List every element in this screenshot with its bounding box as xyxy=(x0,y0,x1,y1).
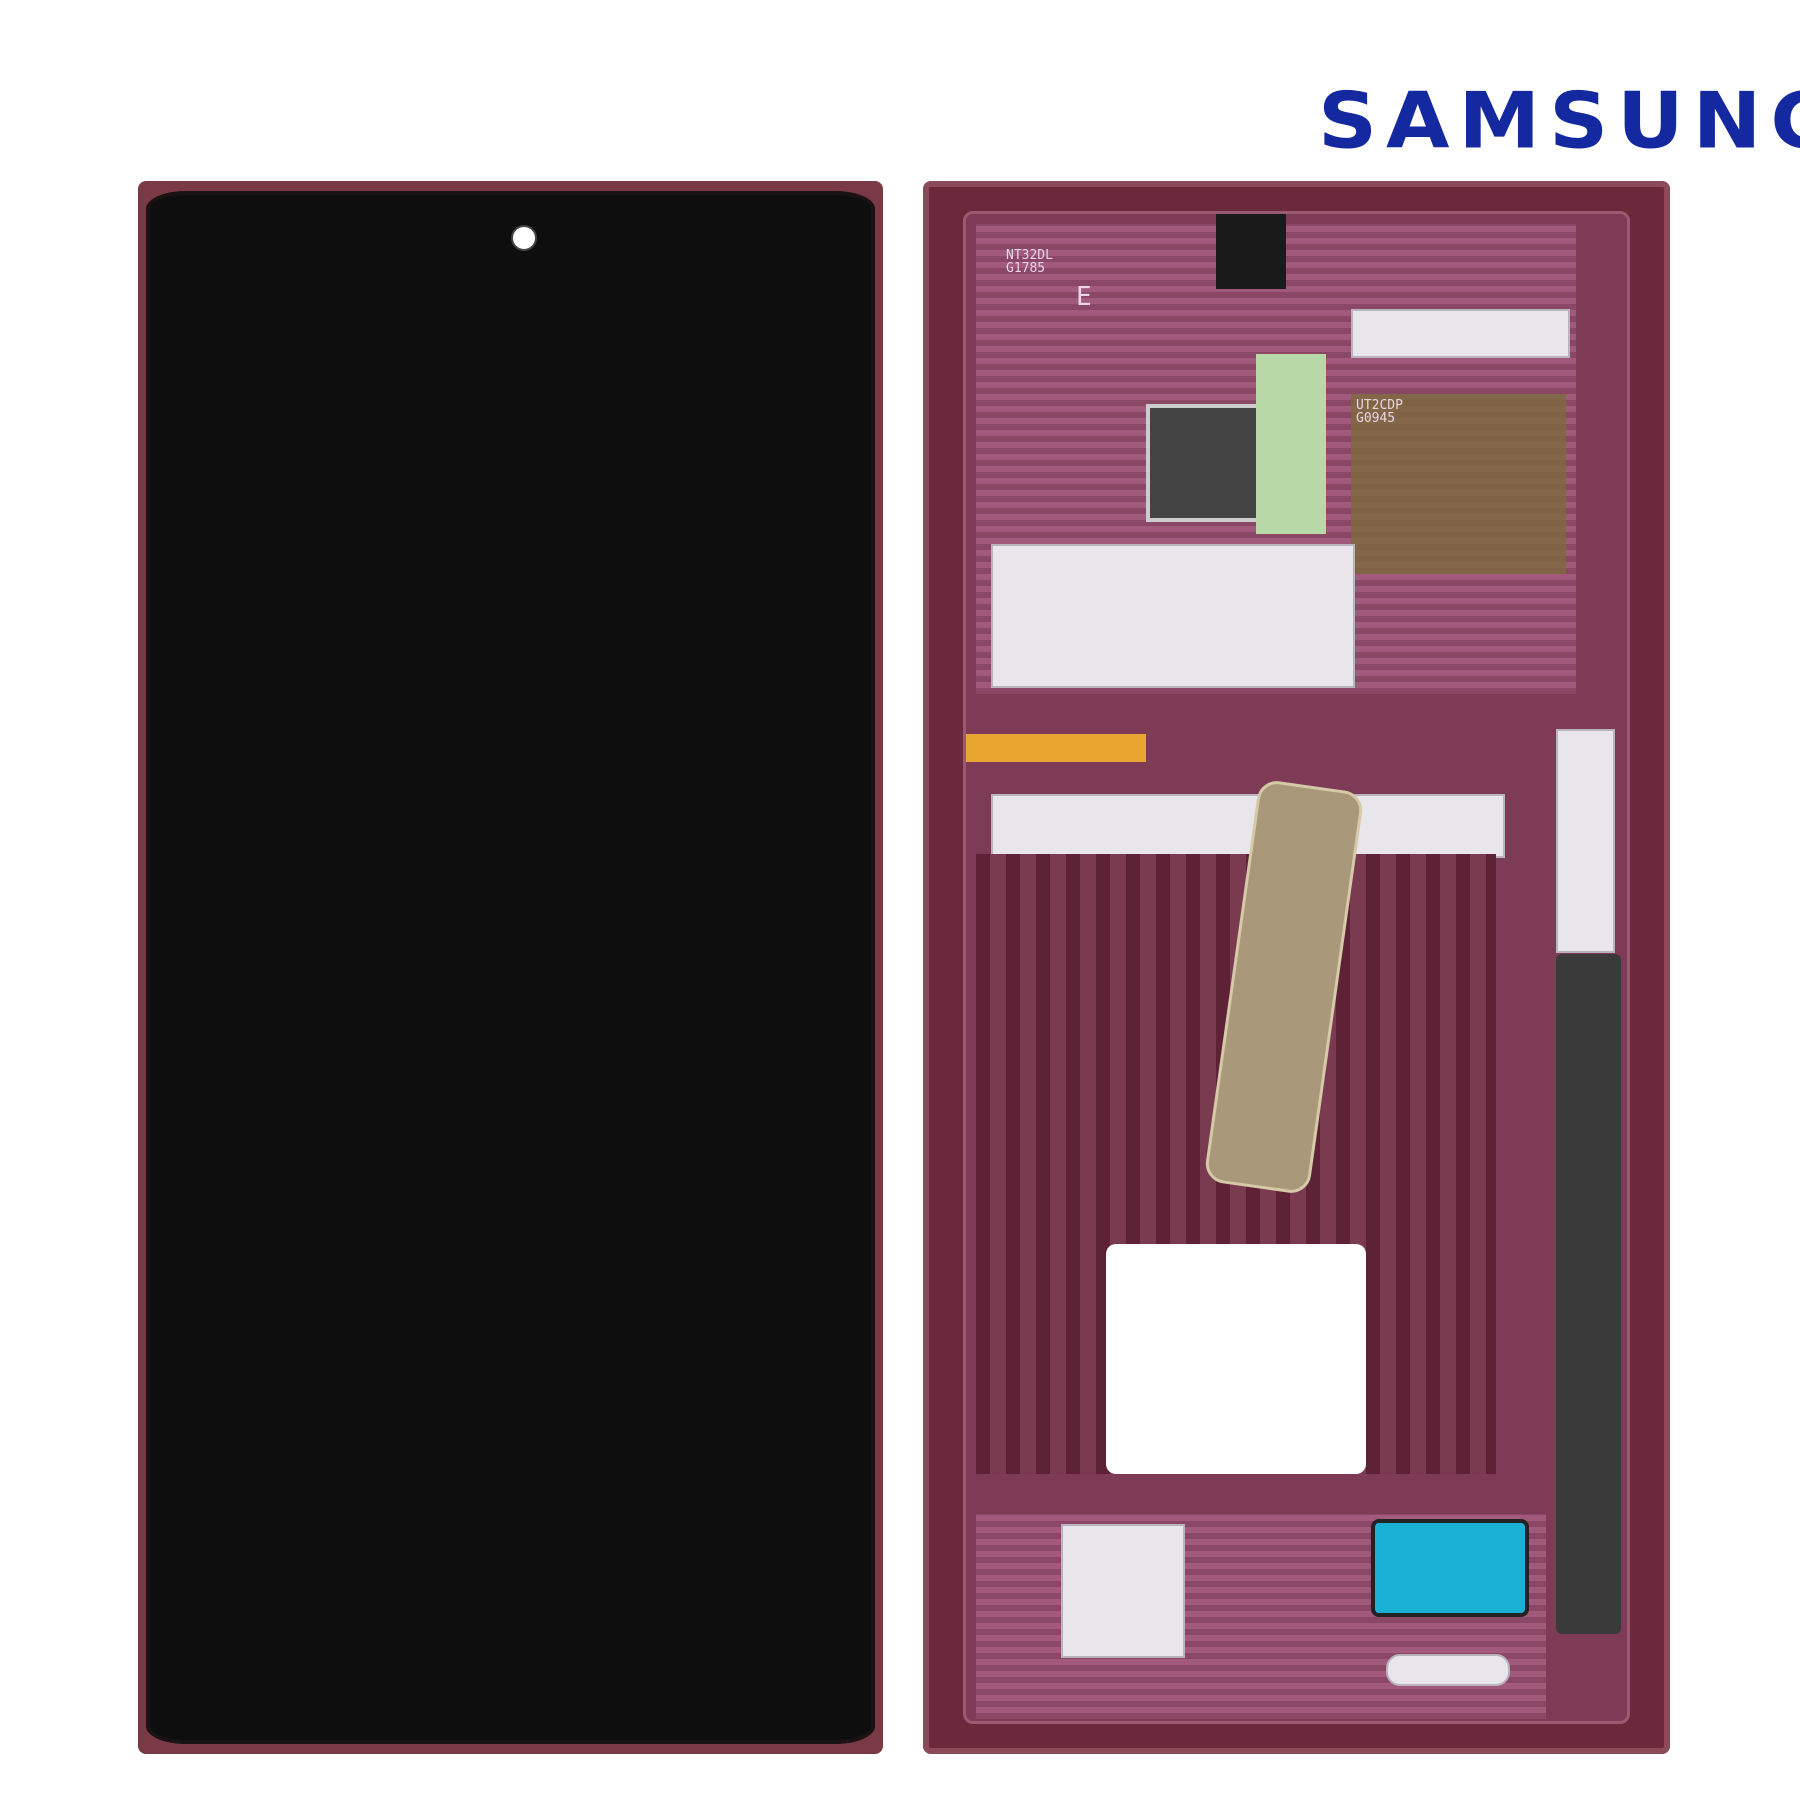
usb-shield xyxy=(1061,1524,1185,1658)
display-glass xyxy=(146,191,875,1744)
spen-shield xyxy=(1556,729,1615,953)
shield-plate xyxy=(1351,309,1570,358)
flex-code-label: UT2CDP G0945 xyxy=(1356,398,1403,426)
cutout xyxy=(1106,1244,1366,1474)
battery-shield xyxy=(991,544,1355,688)
chip xyxy=(1146,404,1264,522)
display-back-frame: NT32DL G1785 E UT2CDP G0945 xyxy=(923,181,1670,1754)
samsung-logo: SAMSUNG xyxy=(1318,76,1800,167)
speaker-grille xyxy=(1386,1654,1510,1686)
front-camera-hole xyxy=(511,225,537,251)
part-code-label: NT32DL G1785 xyxy=(1006,248,1053,276)
flex-pcb xyxy=(1351,394,1566,574)
flex-cable xyxy=(1256,354,1326,534)
side-key-flex xyxy=(966,734,1146,762)
midframe: NT32DL G1785 E UT2CDP G0945 xyxy=(963,211,1630,1724)
e-mark: E xyxy=(1076,282,1092,312)
display-front xyxy=(138,181,883,1754)
spen-slot xyxy=(1556,954,1621,1634)
camera-module xyxy=(1216,214,1286,289)
connector xyxy=(1371,1519,1529,1617)
label-strip xyxy=(991,794,1505,858)
